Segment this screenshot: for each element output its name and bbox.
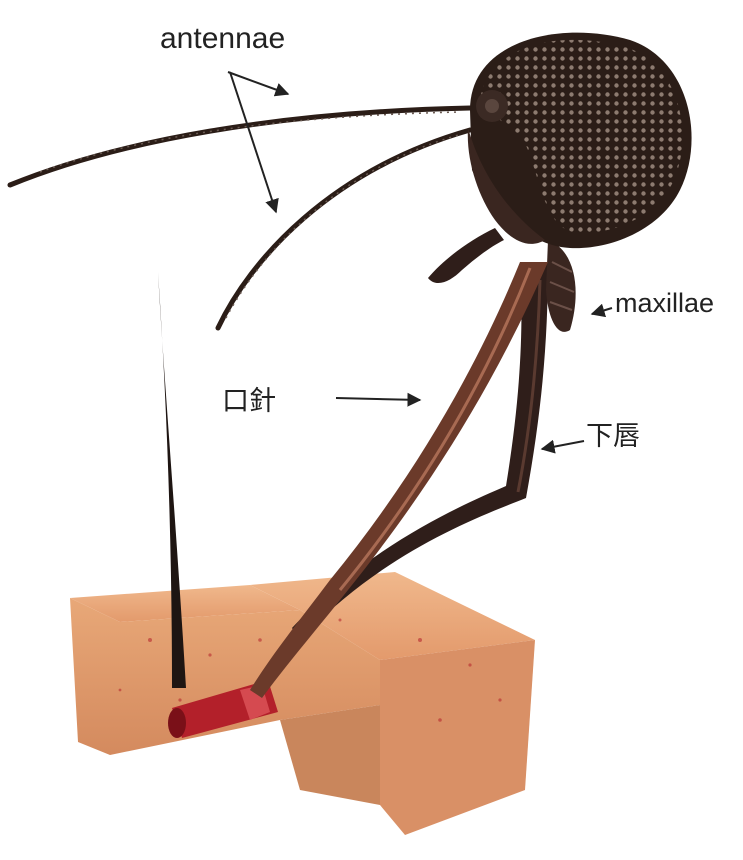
- arrow-maxillae: [592, 308, 612, 314]
- skin-side-shadow: [280, 705, 380, 805]
- arrow-antennae-short: [230, 72, 276, 212]
- arrow-stylet: [336, 398, 420, 400]
- label-antennae: antennae: [160, 24, 285, 54]
- skin-block: [70, 572, 535, 835]
- mosquito-head: [468, 33, 692, 248]
- antenna-short: [218, 130, 470, 328]
- antennae-shapes: [10, 108, 470, 328]
- skin-front-right: [380, 640, 535, 835]
- label-labium: 下唇: [586, 423, 640, 450]
- label-maxillae: maxillae: [615, 290, 714, 317]
- arrow-labium: [542, 441, 584, 449]
- palp-small: [428, 228, 504, 283]
- antenna-long: [10, 108, 470, 185]
- label-stylet: 口針: [222, 388, 276, 415]
